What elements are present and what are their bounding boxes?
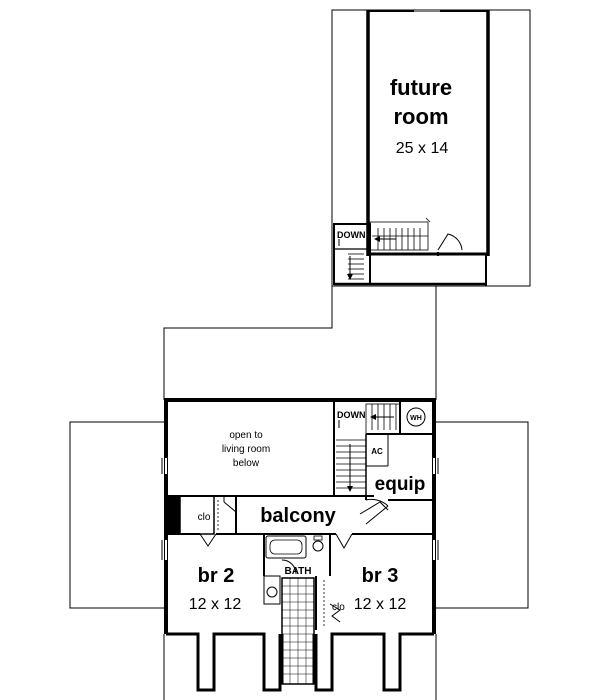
open-to-label-3: below [233, 458, 260, 469]
water-heater-circle [406, 407, 426, 427]
closet-left-label: clo [198, 512, 211, 523]
main-stair-treads [336, 439, 366, 489]
closet-left-door [199, 533, 217, 547]
closet-left-black [166, 496, 180, 534]
main-stair-arrowhead [347, 486, 353, 492]
bathtub-inner [269, 539, 303, 555]
future-room-label-2: room [394, 104, 449, 129]
open-to-label-1: open to [229, 430, 263, 441]
future-stair-treads [348, 253, 364, 280]
ac-label: AC [371, 447, 383, 456]
toilet [312, 540, 324, 552]
future-down-label: DOWN [337, 230, 366, 240]
water-heater-label: WH [410, 415, 422, 422]
side-eaves [69, 421, 529, 609]
equip-door-swing [365, 498, 389, 525]
balcony-door-right [359, 501, 389, 515]
roof-outline [163, 286, 437, 400]
bath-vanity [263, 575, 281, 605]
br3-dimensions: 12 x 12 [354, 596, 407, 613]
closet-left-box [179, 495, 215, 535]
future-stair-arrowhead [347, 274, 353, 280]
future-stair-arrowhead2 [374, 236, 380, 242]
main-floor: open to living room below DOWN WH AC equ… [163, 398, 437, 700]
br3-door-swing [335, 533, 353, 550]
stair-down-label: DOWN [337, 410, 366, 420]
future-door-swing [437, 233, 463, 251]
closet-right-door [329, 603, 341, 623]
open-to-label-2: living room [222, 444, 270, 455]
future-room-wing: DOWN future room 25 x 14 [331, 9, 531, 287]
balcony-label: balcony [260, 505, 336, 527]
toilet-tank [313, 535, 323, 541]
future-room-dimensions: 25 x 14 [396, 140, 449, 157]
br3-label: br 3 [362, 565, 399, 587]
main-stair-top [365, 403, 401, 435]
main-stair-arrowhead-top [370, 414, 376, 420]
bathtub [265, 535, 307, 559]
bath-label: BATH [284, 566, 311, 577]
future-stair-run [369, 217, 431, 251]
future-room-label-1: future [390, 75, 452, 100]
br2-dimensions: 12 x 12 [189, 596, 242, 613]
equip-label: equip [375, 474, 426, 495]
future-stair-box [333, 223, 371, 285]
bottom-roof-lines [163, 634, 437, 700]
br2-label: br 2 [198, 565, 235, 587]
tile-floor [281, 577, 315, 685]
bath-sink [266, 586, 278, 598]
balcony-door-left [223, 496, 237, 513]
bottom-walls [166, 632, 434, 692]
bath-door-swing [281, 559, 297, 575]
closet-right-label: clo [332, 602, 345, 613]
